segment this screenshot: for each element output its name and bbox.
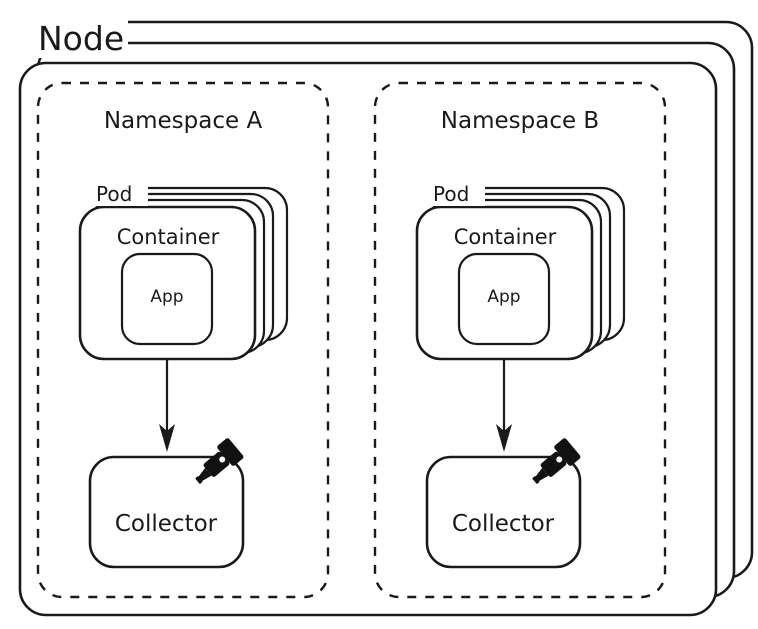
app-a-label: App [150,287,183,307]
node-label: Node [38,19,124,58]
collector-box-b [425,455,582,569]
pod-b-label-backdrop [431,180,485,206]
pod-b-label: Pod [433,182,469,206]
collector-a-label: Collector [115,511,218,537]
app-box-b [457,252,551,346]
telescope-icon [195,438,244,484]
app-box-a [120,252,214,346]
container-a-label: Container [117,225,220,249]
container-b-label: Container [454,225,557,249]
collector-box-a [88,455,245,569]
namespace-a-label: Namespace A [104,108,263,134]
namespace-b-group: Namespace B Pod Container App [373,81,667,599]
namespace-b-label: Namespace B [441,108,599,134]
arrow-pod-to-collector-a [159,359,175,452]
node-label-backdrop [30,14,128,58]
namespace-a-boundary [36,81,330,599]
namespace-b-boundary [373,81,667,599]
pod-a-label: Pod [96,182,132,206]
arrow-pod-to-collector-b [496,359,512,452]
app-b-label: App [487,287,520,307]
namespace-a-group: Namespace A Pod Container App [36,81,330,599]
telescope-icon [532,438,581,484]
collector-b-label: Collector [452,511,555,537]
pod-a-label-backdrop [94,180,148,206]
